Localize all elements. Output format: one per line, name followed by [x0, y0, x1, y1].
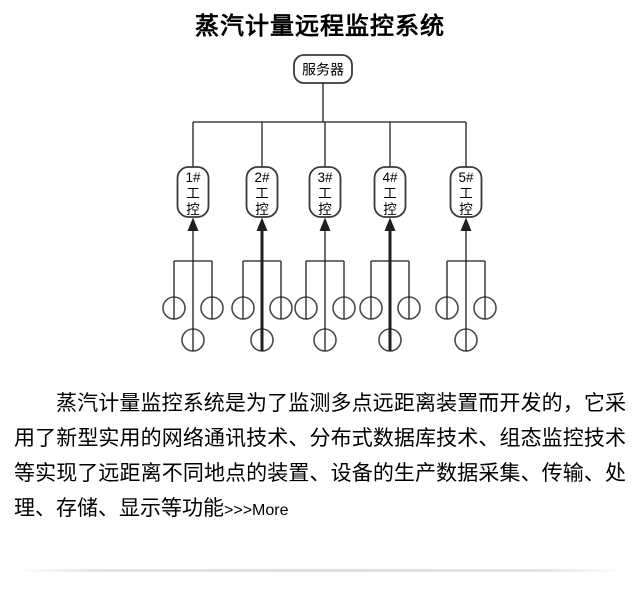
description-text: 蒸汽计量监控系统是为了监测多点远距离装置而开发的，它采用了新型实用的网络通讯技术… [14, 392, 626, 520]
up-arrow-icon [256, 217, 268, 231]
description-paragraph: 蒸汽计量监控系统是为了监测多点远距离装置而开发的，它采用了新型实用的网络通讯技术… [14, 386, 626, 528]
workstation-label: 4# [382, 170, 398, 185]
up-arrow-icon [319, 217, 331, 231]
workstation-box [176, 166, 210, 218]
workstation-label: 控 [186, 202, 200, 217]
workstation-box [245, 166, 279, 218]
workstation-label: 2# [254, 170, 270, 185]
up-arrow-icon [384, 217, 396, 231]
up-arrow-icon [460, 217, 472, 231]
workstation-label: 5# [458, 170, 474, 185]
workstation-label: 工 [318, 186, 332, 201]
page-title: 蒸汽计量远程监控系统 [195, 14, 445, 40]
workstation-label: 控 [459, 202, 473, 217]
workstation-box [308, 166, 342, 218]
workstation-label: 1# [185, 170, 201, 185]
workstation-box [449, 166, 483, 218]
up-arrow-icon [187, 217, 199, 231]
workstation-label: 工 [255, 186, 269, 201]
bottom-divider [18, 569, 622, 572]
workstation-label: 工 [383, 186, 397, 201]
workstation-label: 控 [383, 202, 397, 217]
server-label: 服务器 [302, 62, 344, 78]
workstation-label: 3# [317, 170, 333, 185]
workstation-label: 工 [186, 186, 200, 201]
more-link[interactable]: >>>More [224, 502, 289, 519]
workstation-label: 控 [255, 202, 269, 217]
workstation-label: 工 [459, 186, 473, 201]
workstation-box [373, 166, 407, 218]
workstation-label: 控 [318, 202, 332, 217]
